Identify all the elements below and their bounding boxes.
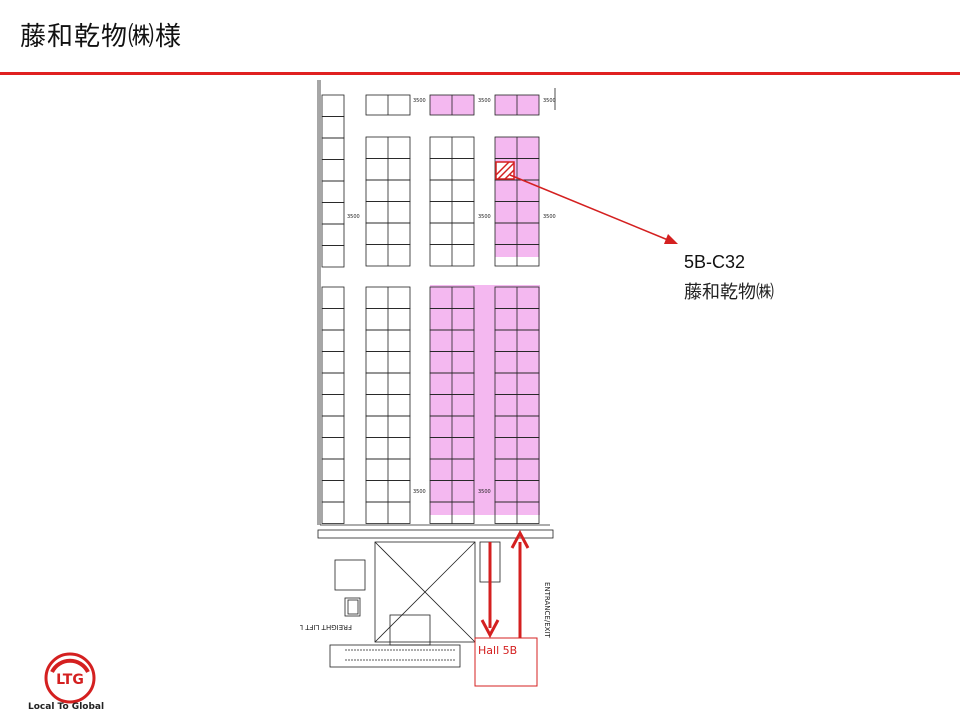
svg-text:3500: 3500 [543, 98, 556, 104]
page-title: 藤和乾物㈱様 [20, 22, 183, 52]
logo-mark: LTG [56, 672, 84, 688]
exhibitor-name-label: 藤和乾物㈱ [684, 282, 774, 303]
booth-cell [321, 437, 345, 460]
floor-plan: 3500 3500 3500 3500 3500 3500 3500 3500 … [300, 80, 556, 687]
highlight-regions [430, 95, 540, 515]
selected-booth-marker [495, 161, 515, 180]
facilities-block [317, 529, 554, 668]
booth-cell [321, 372, 345, 395]
svg-text:3500: 3500 [478, 214, 491, 220]
booth-cell [321, 458, 345, 481]
company-logo: LTG [44, 652, 96, 704]
booth-column [321, 94, 345, 524]
booth-cell [321, 116, 345, 139]
booth-cell [321, 180, 345, 203]
title-divider [0, 72, 960, 75]
booth-cell [321, 394, 345, 417]
svg-text:3500: 3500 [347, 214, 360, 220]
booth-cell [321, 480, 345, 503]
hall-walls [317, 80, 556, 526]
hall-box [474, 637, 538, 687]
booth-column [429, 94, 475, 524]
logo-tagline: Local To Global [28, 702, 105, 712]
booth-cell [321, 202, 345, 225]
svg-text:3500: 3500 [413, 489, 426, 495]
entrance-arrows [480, 529, 530, 639]
booth-cell [321, 329, 345, 352]
booth-cell [321, 94, 345, 117]
booth-cell [321, 245, 345, 268]
svg-text:3500: 3500 [478, 489, 491, 495]
entrance-label: ENTRANCE/EXIT [543, 582, 551, 638]
booth-cell [321, 159, 345, 182]
booth-id-label: 5B-C32 [684, 252, 746, 272]
booth-cell [321, 137, 345, 160]
hall-label: Hall 5B [478, 644, 517, 657]
booth-cell [321, 415, 345, 438]
svg-text:3500: 3500 [478, 98, 491, 104]
booth-cell [321, 308, 345, 331]
svg-text:3500: 3500 [413, 98, 426, 104]
freight-lift-label: FREIGHT LIFT LOBBY [300, 623, 352, 631]
svg-text:3500: 3500 [543, 214, 556, 220]
booth-cell [321, 286, 345, 309]
booth-cell [321, 501, 345, 524]
booth-cell [321, 351, 345, 374]
booth-cell [321, 223, 345, 246]
booth-column [365, 94, 411, 524]
